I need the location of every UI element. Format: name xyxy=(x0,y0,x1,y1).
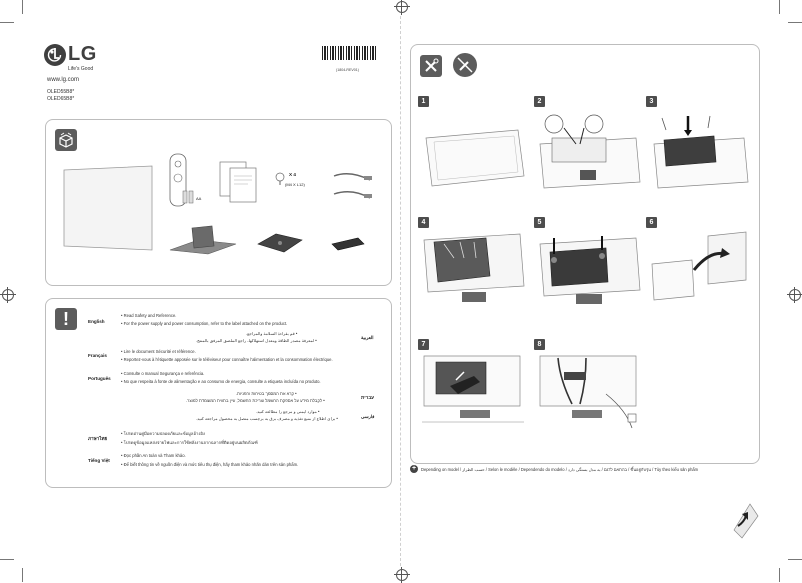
safety-notice-panel: ! English • Read Safety and Reference. •… xyxy=(45,298,392,488)
step-badge-1: 1 xyxy=(418,96,429,107)
notice-lang-persian: فارسی xyxy=(361,414,375,419)
cover-illustration xyxy=(330,234,366,254)
notice-line: • برای اطلاع از منبع تغذیه و مصرف برق به… xyxy=(196,416,338,421)
notice-lang-hebrew: עברית xyxy=(361,395,375,400)
notice-line: • Lire le document Sécurité et référence… xyxy=(121,349,196,354)
registration-mark-right xyxy=(787,287,802,303)
box-icon xyxy=(55,129,77,151)
crop-mark xyxy=(788,559,802,560)
depending-on-model-note: Depending on model / حسب الطراز / Selon … xyxy=(421,467,699,472)
screw-icon xyxy=(274,172,286,186)
screw-spec: (M4 X L12) xyxy=(285,182,305,187)
registration-mark-bottom xyxy=(394,567,410,583)
notice-line: • Consulte o manual Segurança e referênc… xyxy=(121,371,205,376)
step-badge-5: 5 xyxy=(534,217,545,228)
step-badge-4: 4 xyxy=(418,217,429,228)
notice-line: • No que respeita à fonte de alimentação… xyxy=(121,379,321,384)
step-3-illustration xyxy=(650,110,750,190)
step-4-illustration xyxy=(420,228,528,310)
notice-line: • โปรดอ่านคู่มือความปลอดภัยและข้อมูลอ้าง… xyxy=(121,431,205,436)
notice-lang-french: Français xyxy=(88,353,107,358)
tools-icon xyxy=(420,55,442,77)
lg-logo-text: LG xyxy=(68,43,97,65)
battery-illustration xyxy=(182,190,194,204)
depending-on-model-icon: + xyxy=(410,465,418,473)
notice-line: • For the power supply and power consump… xyxy=(121,321,288,326)
model-number: OLED55B8* xyxy=(47,89,75,95)
accessories-panel: AA X 4 (M4 X L12) xyxy=(45,119,392,286)
step-8-illustration xyxy=(536,350,646,436)
step-1-illustration xyxy=(420,118,528,192)
crop-mark xyxy=(779,568,780,582)
notice-line: • Read Safety and Reference. xyxy=(121,313,177,318)
step-5-illustration xyxy=(536,228,642,310)
notice-line: • Đọc phần An toàn và Tham khảo. xyxy=(121,453,186,458)
notice-line: • לקבלת מידע על אספקת החשמל וצריכת החשמל… xyxy=(186,398,325,403)
crop-mark xyxy=(779,0,780,14)
crop-mark xyxy=(22,0,23,14)
screw-count: X 4 xyxy=(289,172,296,177)
remote-control-illustration xyxy=(166,152,190,208)
crop-mark xyxy=(0,559,14,560)
website-link[interactable]: www.lg.com xyxy=(47,77,80,83)
registration-mark-top xyxy=(394,0,410,15)
lg-logo xyxy=(44,44,66,66)
notice-lang-portuguese: Português xyxy=(88,376,111,381)
notice-lang-thai: ภาษาไทย xyxy=(88,436,108,441)
cables-illustration xyxy=(330,166,374,208)
tv-panel-illustration xyxy=(62,164,154,252)
registration-mark-left xyxy=(0,287,16,303)
step-2-illustration xyxy=(536,110,642,192)
step-6-illustration xyxy=(650,230,750,306)
crop-mark xyxy=(0,22,14,23)
no-screwdriver-icon xyxy=(453,53,477,77)
battery-label: AA xyxy=(196,196,202,201)
notice-line: • โปรดดูข้อมูลแหล่งจ่ายไฟและการใช้พลังงา… xyxy=(121,440,258,445)
barcode-caption: (1804-REV01) xyxy=(336,68,359,72)
step-badge-7: 7 xyxy=(418,339,429,350)
step-badge-3: 3 xyxy=(646,96,657,107)
notice-lang-arabic: العربية xyxy=(361,335,374,340)
crop-mark xyxy=(22,568,23,582)
notice-line: • Reportez-vous à l'étiquette apposée su… xyxy=(121,357,333,362)
lg-tagline: Life's Good xyxy=(68,66,94,72)
page-turn-arrow-icon xyxy=(728,500,764,545)
fold-line xyxy=(400,16,401,566)
step-badge-8: 8 xyxy=(534,339,545,350)
stand-plate-illustration xyxy=(256,230,304,256)
model-number: OLED65B8* xyxy=(47,96,75,102)
crop-mark xyxy=(788,22,802,23)
notice-line: • קרא את המסמך בטיחות והפניות. xyxy=(236,391,297,396)
notice-line: • لمعرفة مصدر الطاقة ومعدل استهلاكها، را… xyxy=(196,338,317,343)
barcode xyxy=(322,46,376,60)
stand-illustration xyxy=(168,224,238,258)
step-badge-2: 2 xyxy=(534,96,545,107)
notice-line: • موارد ایمنی و مرجع را مطالعه کنید. xyxy=(256,409,320,414)
manuals-illustration xyxy=(218,160,260,204)
step-badge-6: 6 xyxy=(646,217,657,228)
step-7-illustration xyxy=(420,350,528,432)
notice-line: • Để biết thông tin về nguồn điện và mức… xyxy=(121,462,299,467)
notice-lang-vietnamese: Tiếng Việt xyxy=(88,458,110,463)
lg-face-icon xyxy=(47,48,62,62)
warning-icon: ! xyxy=(55,308,77,330)
notice-line: • قم بقراءة السلامة والمراجع. xyxy=(246,331,298,336)
notice-lang-english: English xyxy=(88,319,105,324)
